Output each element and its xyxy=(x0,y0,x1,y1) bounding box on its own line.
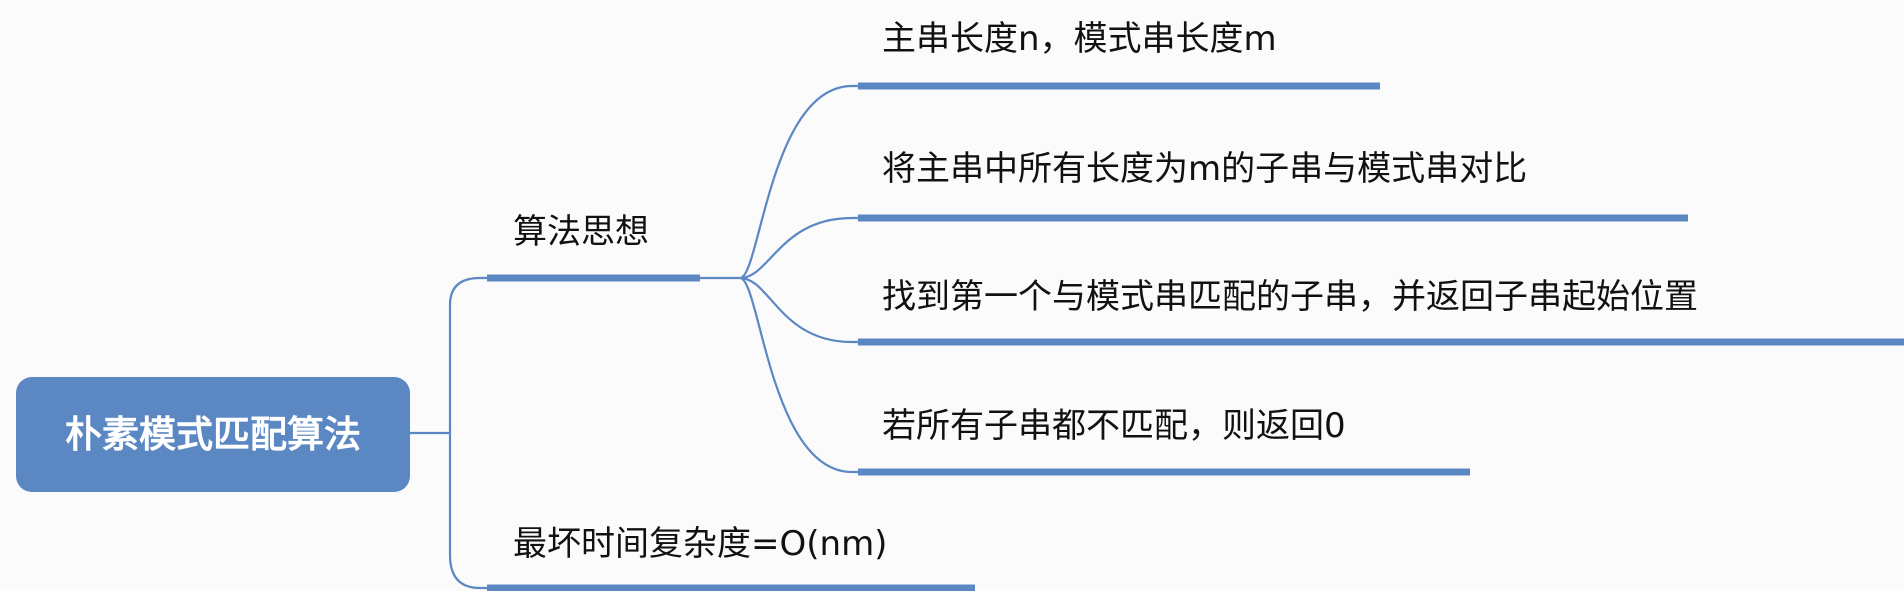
leaf-node-label: 将主串中所有长度为m的子串与模式串对比 xyxy=(882,149,1527,189)
branch-node-label: 最坏时间复杂度=O(nm) xyxy=(513,524,887,564)
leaf-node-compare-substrings[interactable]: 将主串中所有长度为m的子串与模式串对比 xyxy=(858,149,1688,222)
connector-branch1-to-children xyxy=(700,84,858,474)
leaf-node-label: 若所有子串都不匹配，则返回0 xyxy=(882,406,1346,446)
branch-node-worst-case-complexity[interactable]: 最坏时间复杂度=O(nm) xyxy=(487,524,975,591)
branch-node-algorithm-idea[interactable]: 算法思想 xyxy=(487,212,700,282)
root-node[interactable]: 朴素模式匹配算法 xyxy=(16,377,410,492)
leaf-node-no-match-return-zero[interactable]: 若所有子串都不匹配，则返回0 xyxy=(858,406,1470,476)
leaf-node-label: 找到第一个与模式串匹配的子串，并返回子串起始位置 xyxy=(882,277,1698,317)
root-node-label: 朴素模式匹配算法 xyxy=(65,413,361,456)
leaf-node-lengths[interactable]: 主串长度n，模式串长度m xyxy=(858,19,1380,90)
branch-node-label: 算法思想 xyxy=(513,212,649,252)
root-node-box xyxy=(16,377,410,492)
leaf-node-label: 主串长度n，模式串长度m xyxy=(882,19,1277,59)
connector-root-to-branches xyxy=(410,276,487,590)
leaf-node-find-first-match[interactable]: 找到第一个与模式串匹配的子串，并返回子串起始位置 xyxy=(858,277,1904,346)
